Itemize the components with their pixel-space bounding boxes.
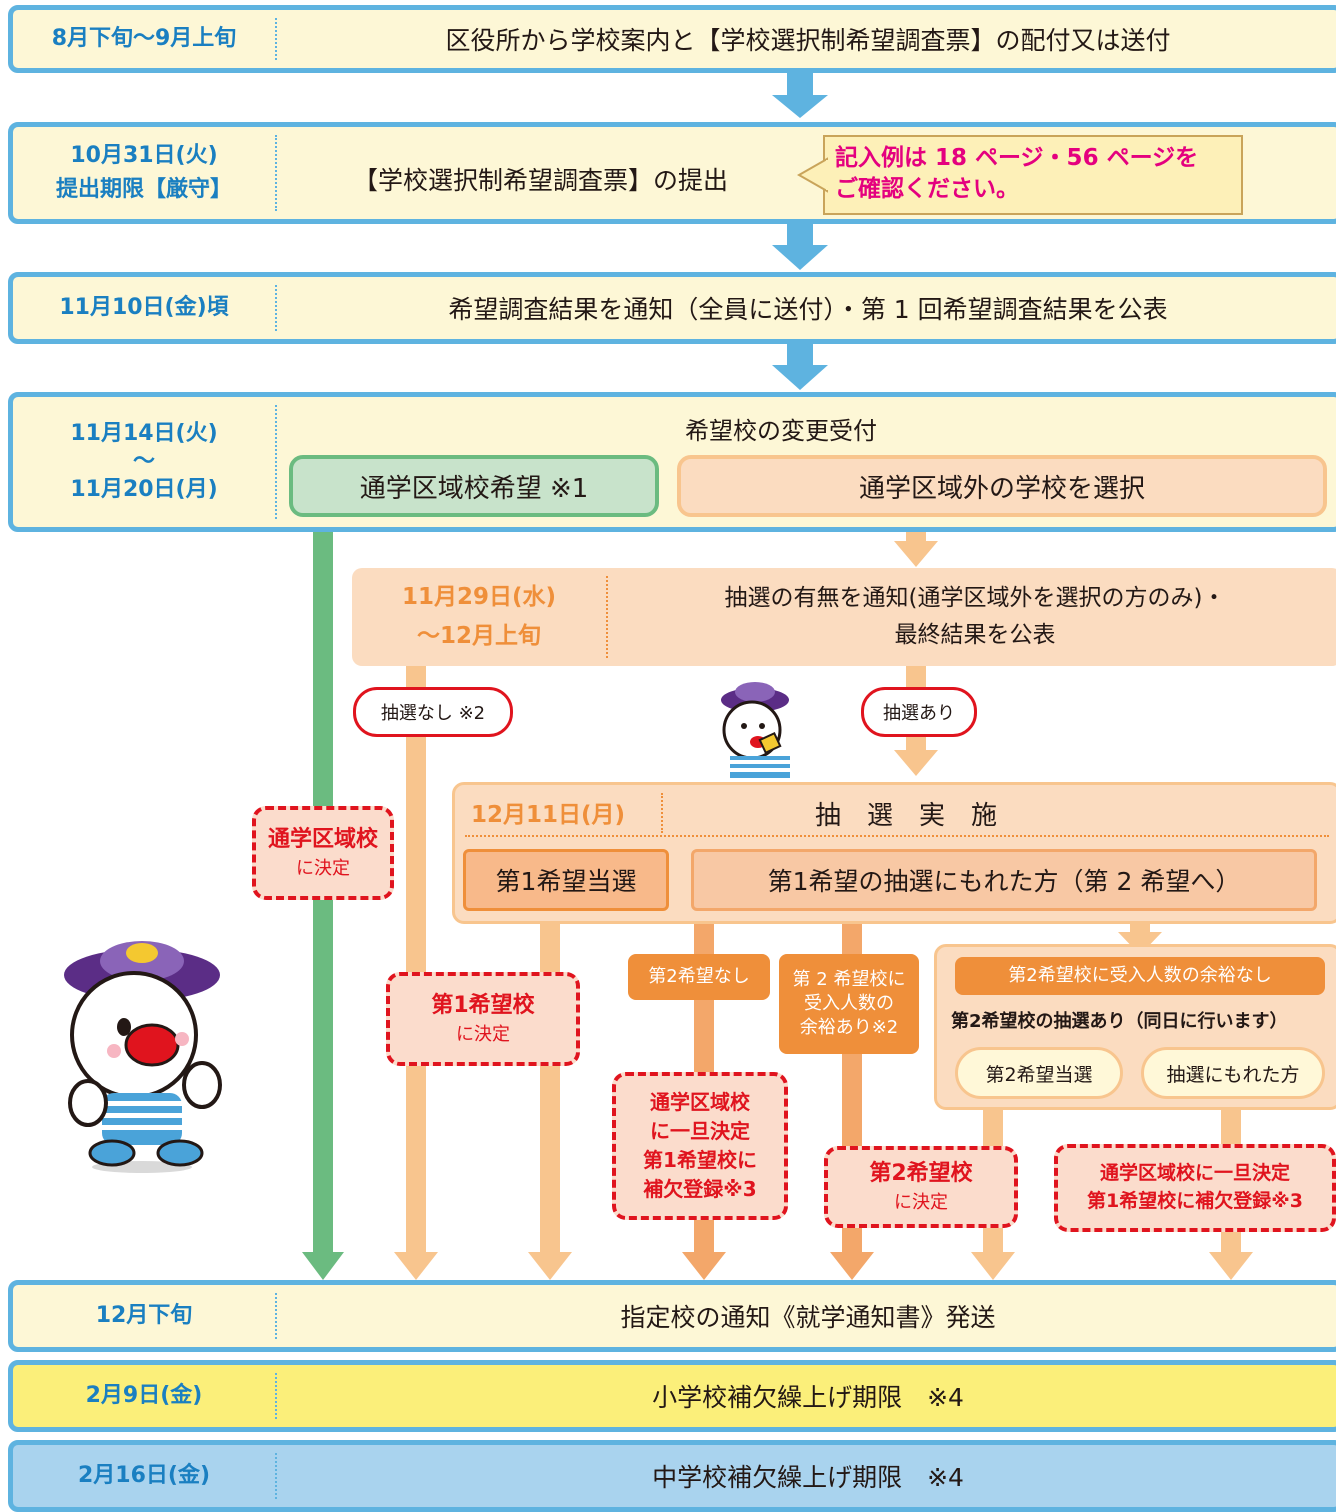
divider — [275, 1453, 277, 1499]
no-lottery-badge: 抽選なし ※2 — [353, 687, 513, 737]
outcome-sub: に決定 — [894, 1191, 948, 1213]
step-text: 【学校選択制希望調査票】の提出 — [353, 166, 729, 195]
callout-note: 記入例は 18 ページ・56 ページを ご確認ください。 — [823, 135, 1243, 215]
divider — [275, 1373, 277, 1419]
date-label: 8月下旬〜9月上旬 — [51, 25, 237, 51]
date-label: 2月16日(金) — [77, 1462, 211, 1488]
outcome-second-choice: 第2希望校 に決定 — [824, 1146, 1018, 1228]
divider — [661, 793, 663, 833]
step-date: 8月下旬〜9月上旬 — [13, 10, 275, 68]
outcome-title: 第2希望校 — [869, 1161, 973, 1186]
step-elementary-deadline: 2月9日(金) 小学校補欠繰上げ期限 ※4 — [8, 1360, 1336, 1432]
step-text: 区役所から学校案内と【学校選択制希望調査票】の配付又は送付 — [445, 26, 1171, 55]
date-label: 11月29日(水) — [401, 583, 557, 610]
lottery-badge: 抽選あり — [861, 687, 977, 737]
outcome-sub: に決定 — [296, 857, 350, 879]
date-label: 11月10日(金)頃 — [59, 294, 229, 320]
outcome-temporary-area-2: 通学区域校に一旦決定 第1希望校に補欠登録※3 — [1054, 1144, 1336, 1232]
text-line: 第1希望校に補欠登録※3 — [1087, 1190, 1303, 1212]
divider — [275, 18, 277, 60]
second-choice-room: 第 2 希望校に 受入人数の 余裕あり※2 — [779, 954, 919, 1054]
deadline-label: 提出期限【厳守】 — [55, 177, 232, 202]
lottery-date: 12月11日(月) — [471, 802, 626, 828]
lottery-title: 抽 選 実 施 — [815, 801, 998, 831]
date-label: 10月31日(火) — [70, 142, 218, 168]
divider — [275, 285, 277, 331]
date-label: 11月20日(月) — [70, 477, 218, 502]
divider — [275, 405, 277, 519]
step-text: 指定校の通知《就学通知書》発送 — [620, 1303, 996, 1332]
second-lottery-note: 第2希望校の抽選あり（同日に行います） — [951, 1011, 1288, 1032]
outcome-first-choice: 第1希望校 に決定 — [386, 972, 580, 1066]
step-date: 2月16日(金) — [13, 1445, 275, 1507]
second-choice-won: 第2希望当選 — [955, 1047, 1123, 1099]
divider — [465, 835, 1329, 837]
date-range-mark: 〜 — [132, 449, 155, 474]
step-school-notice: 12月下旬 指定校の通知《就学通知書》発送 — [8, 1280, 1336, 1352]
step-result-notice: 11月10日(金)頃 希望調査結果を通知（全員に送付）・第 1 回希望調査結果を… — [8, 272, 1336, 344]
text-line: 第 2 希望校に — [792, 968, 906, 990]
outcome-area-school: 通学区域校 に決定 — [252, 806, 394, 900]
change-title: 希望校の変更受付 — [685, 417, 877, 445]
step-change-request: 11月14日(火) 〜 11月20日(月) 希望校の変更受付 通学区域校希望 ※… — [8, 392, 1336, 532]
outcome-title: 第1希望校 — [431, 993, 535, 1018]
step-text: 希望調査結果を通知（全員に送付）・第 1 回希望調査結果を公表 — [448, 295, 1168, 324]
mascot-running-illustration — [64, 941, 222, 1173]
step-lottery-notice: 11月29日(水) 〜12月上旬 抽選の有無を通知(通学区域外を選択の方のみ)・… — [352, 568, 1336, 666]
outcome-title: 通学区域校 — [267, 827, 378, 852]
outcome-temporary-area: 通学区域校 に一旦決定 第1希望校に 補欠登録※3 — [612, 1072, 788, 1220]
step-date: 11月14日(火) 〜 11月20日(月) — [13, 397, 275, 527]
date-label: 11月14日(火) — [70, 420, 218, 446]
step-date: 12月下旬 — [13, 1285, 275, 1347]
step-junior-high-deadline: 2月16日(金) 中学校補欠繰上げ期限 ※4 — [8, 1440, 1336, 1512]
step-distribution: 8月下旬〜9月上旬 区役所から学校案内と【学校選択制希望調査票】の配付又は送付 — [8, 5, 1336, 73]
step-date: 11月29日(水) 〜12月上旬 — [352, 568, 606, 666]
first-choice-won: 第1希望当選 — [463, 849, 669, 911]
callout-line: 記入例は 18 ページ・56 ページを — [835, 145, 1199, 171]
mascot-megaphone-illustration — [721, 682, 790, 778]
step-date: 2月9日(金) — [13, 1365, 275, 1427]
first-choice-lost: 第1希望の抽選にもれた方（第 2 希望へ） — [691, 849, 1317, 911]
step-text: 抽選の有無を通知(通学区域外を選択の方のみ)・ 最終結果を公表 — [608, 568, 1336, 666]
divider — [275, 1293, 277, 1339]
no-second-choice: 第2希望なし — [628, 954, 770, 1000]
second-choice-full-panel: 第2希望校に受入人数の余裕なし 第2希望校の抽選あり（同日に行います） 第2希望… — [934, 944, 1336, 1110]
text-line: 第1希望校に — [643, 1148, 757, 1172]
callout-line: ご確認ください。 — [835, 176, 1019, 203]
date-label: 〜12月上旬 — [416, 623, 541, 649]
text-line: 通学区域校 — [650, 1090, 750, 1114]
step-date: 11月10日(金)頃 — [13, 277, 275, 339]
lottery-panel: 12月11日(月) 抽 選 実 施 第1希望当選 第1希望の抽選にもれた方（第 … — [452, 782, 1336, 924]
outcome-sub: に決定 — [456, 1023, 510, 1045]
text-line: 抽選の有無を通知(通学区域外を選択の方のみ)・ — [724, 585, 1226, 612]
second-choice-lost: 抽選にもれた方 — [1141, 1047, 1325, 1099]
date-label: 2月9日(金) — [85, 1382, 203, 1408]
step-text: 中学校補欠繰上げ期限 ※4 — [652, 1463, 964, 1492]
step-text: 小学校補欠繰上げ期限 ※4 — [652, 1383, 964, 1412]
callout-pointer — [796, 157, 832, 193]
text-line: 余裕あり※2 — [799, 1017, 899, 1039]
divider — [275, 135, 277, 211]
blue-arrows — [772, 73, 828, 390]
option-outside-school: 通学区域外の学校を選択 — [677, 455, 1327, 517]
step-submission: 10月31日(火) 提出期限【厳守】 【学校選択制希望調査票】の提出 記入例は … — [8, 122, 1336, 224]
date-label: 12月下旬 — [95, 1302, 193, 1328]
option-area-school: 通学区域校希望 ※1 — [289, 455, 659, 517]
text-line: 通学区域校に一旦決定 — [1099, 1162, 1290, 1185]
text-line: 補欠登録※3 — [643, 1177, 757, 1201]
text-line: 最終結果を公表 — [894, 622, 1056, 648]
text-line: 受入人数の — [804, 992, 894, 1014]
step-date: 10月31日(火) 提出期限【厳守】 — [13, 127, 275, 219]
text-line: に一旦決定 — [650, 1119, 750, 1143]
divider — [606, 576, 608, 658]
no-room-label: 第2希望校に受入人数の余裕なし — [955, 957, 1325, 995]
